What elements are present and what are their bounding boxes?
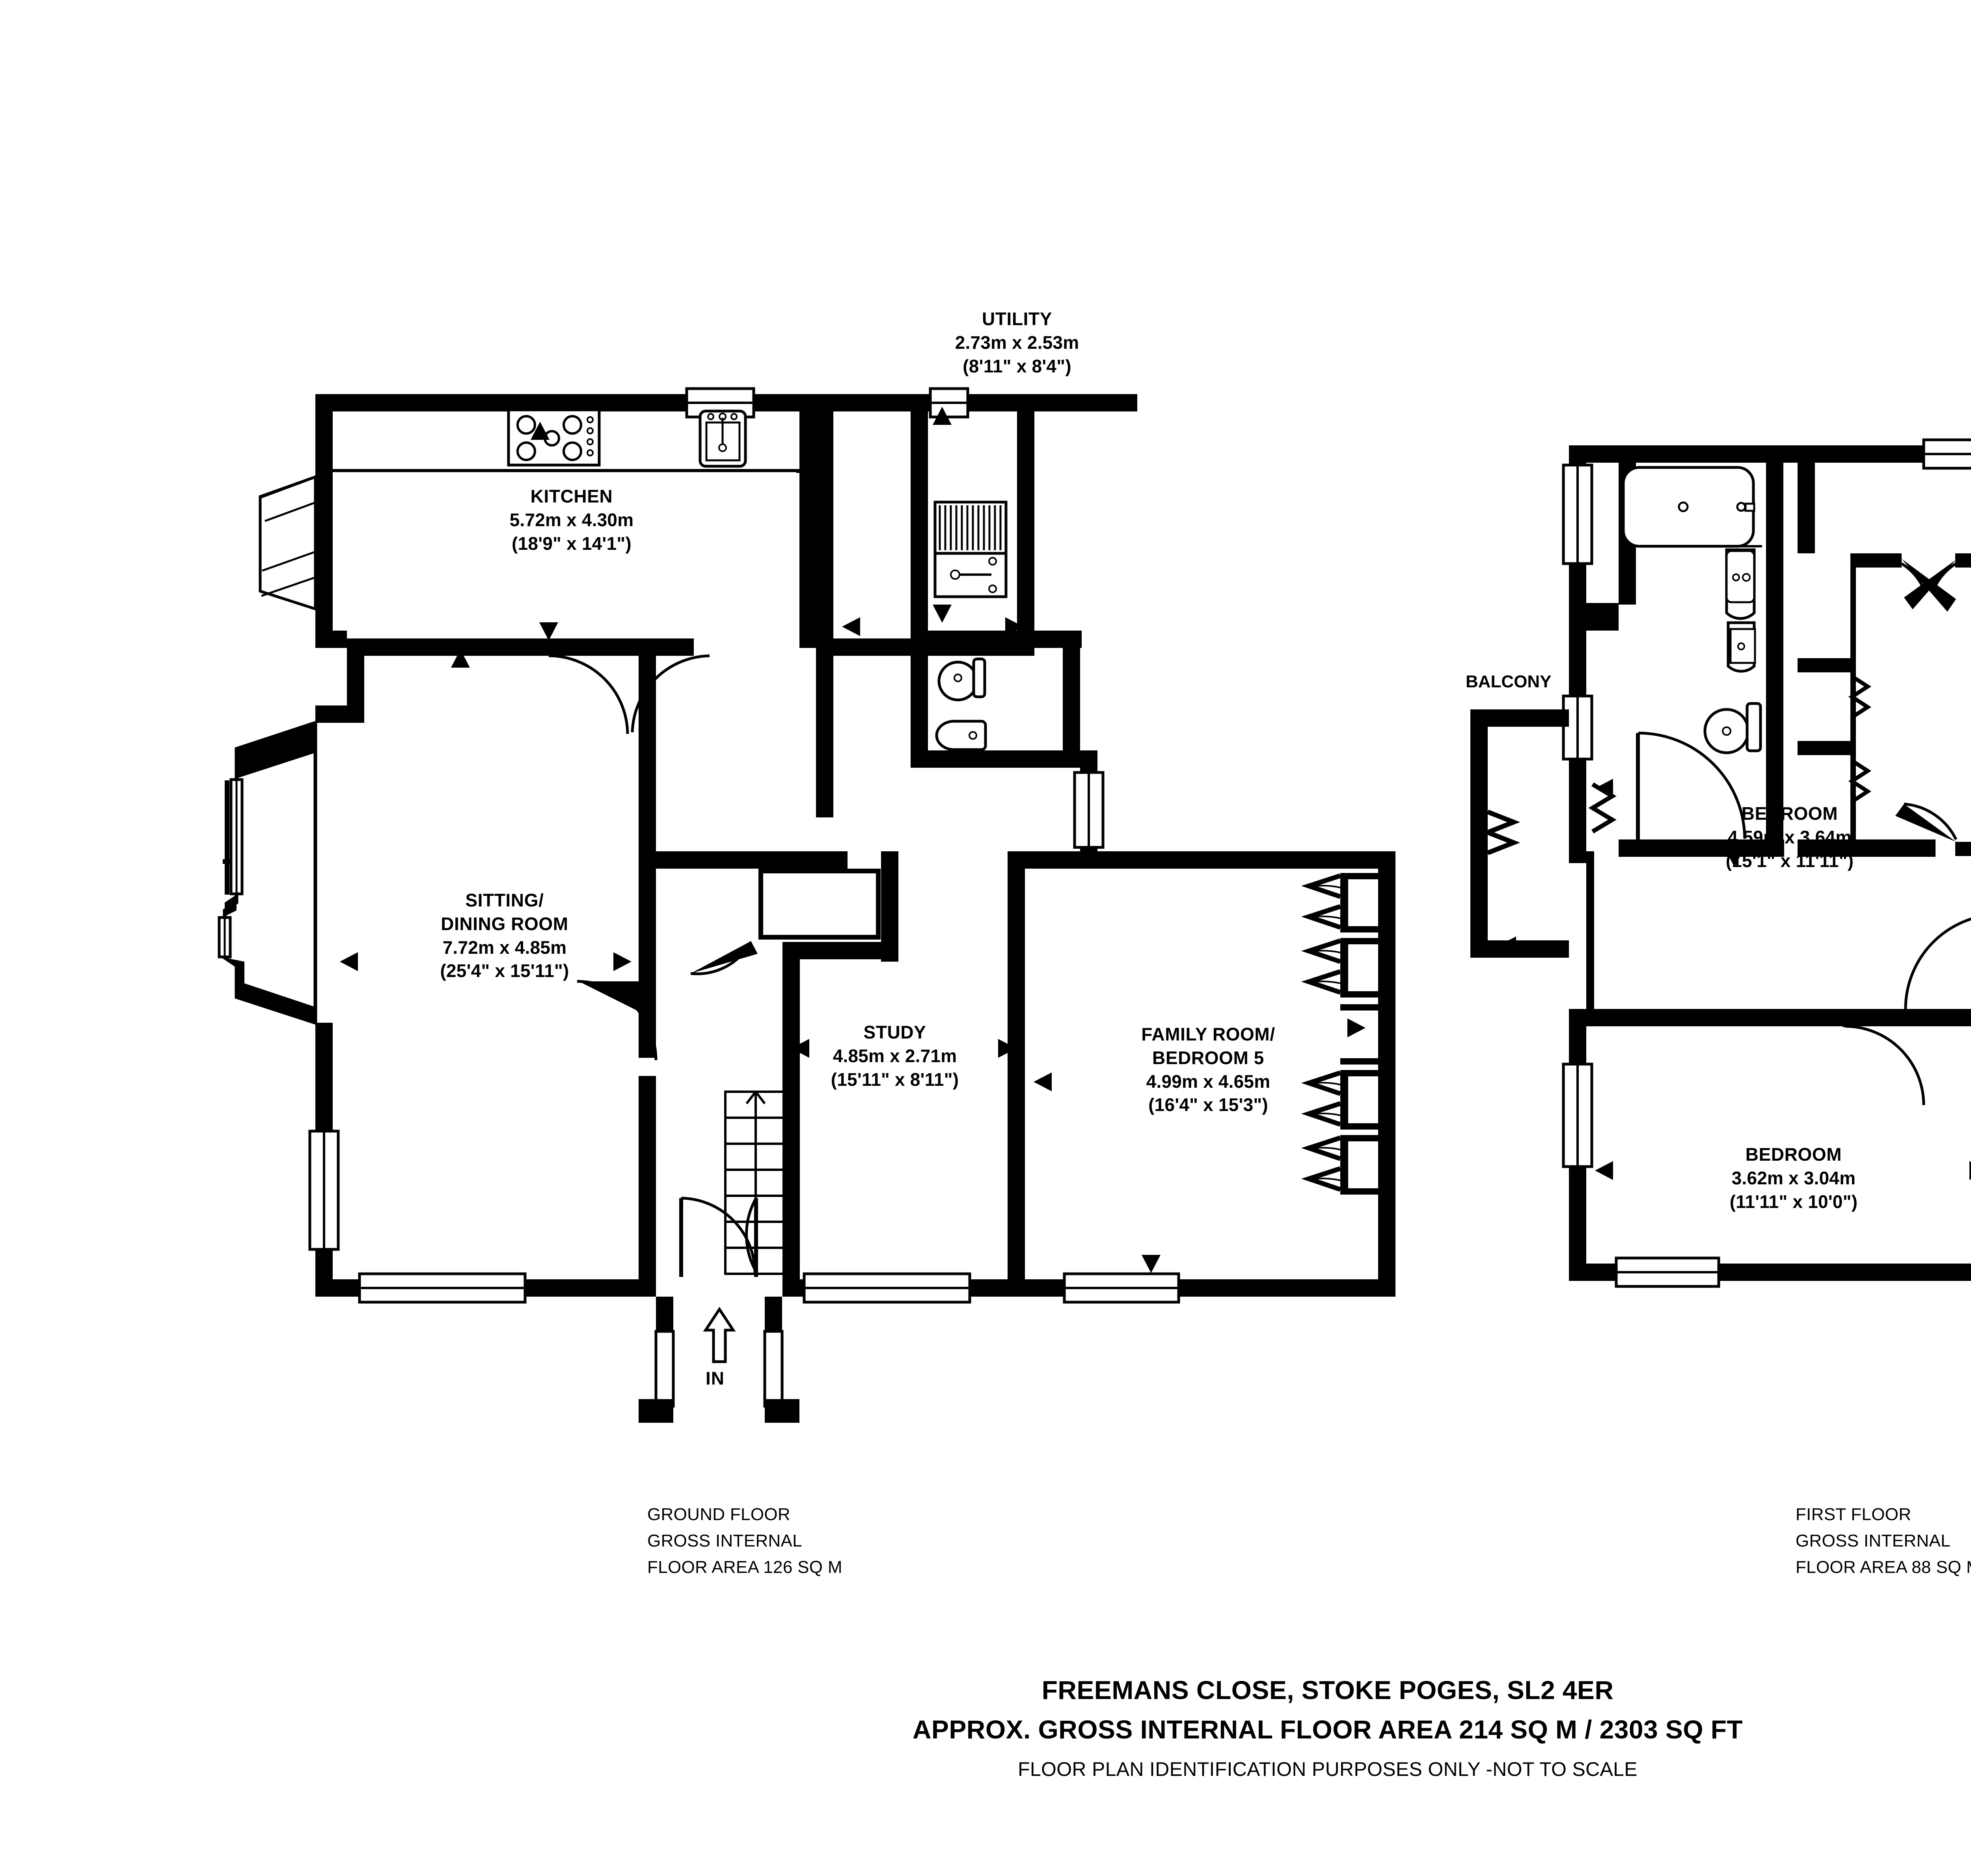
first-floor-caption-line2: GROSS INTERNAL (1796, 1531, 1951, 1550)
family-room-name-2: BEDROOM 5 (1152, 1047, 1264, 1068)
room-label-study: STUDY 4.85m x 2.71m (15'11" x 8'11") (745, 1021, 1045, 1091)
study-metric: 4.85m x 2.71m (833, 1045, 957, 1066)
ground-floor-area-caption: GROUND FLOOR GROSS INTERNAL FLOOR AREA 1… (647, 1502, 842, 1581)
footer-area: APPROX. GROSS INTERNAL FLOOR AREA 214 SQ… (912, 1715, 1743, 1744)
footer-disclaimer: FLOOR PLAN IDENTIFICATION PURPOSES ONLY … (1018, 1758, 1638, 1780)
bedroom-4-imperial: (11'11" x 10'0") (1729, 1191, 1858, 1212)
sitting-dining-metric: 7.72m x 4.85m (442, 937, 567, 958)
utility-imperial: (8'11" x 8'4") (963, 355, 1071, 376)
room-label-sitting-dining-room: SITTING/ DINING ROOM 7.72m x 4.85m (25'4… (355, 889, 654, 983)
footer-address: FREEMANS CLOSE, STOKE POGES, SL2 4ER (1041, 1675, 1614, 1705)
first-floor-caption-line1: FIRST FLOOR (1796, 1505, 1911, 1524)
study-imperial: (15'11" x 8'11") (831, 1069, 959, 1090)
ground-floor-caption-line1: GROUND FLOOR (647, 1505, 790, 1524)
bedroom-1-metric: 4.59m x 3.64m (1727, 826, 1852, 847)
ground-floor-caption-line2: GROSS INTERNAL (647, 1531, 802, 1550)
ground-floor-plan (218, 387, 1395, 1423)
room-label-family-room-bedroom-5: FAMILY ROOM/ BEDROOM 5 4.99m x 4.65m (16… (1051, 1023, 1366, 1117)
family-room-imperial: (16'4" x 15'3") (1148, 1094, 1268, 1115)
sitting-dining-name-2: DINING ROOM (441, 913, 568, 934)
room-label-kitchen: KITCHEN 5.72m x 4.30m (18'9" x 14'1") (422, 485, 721, 555)
study-name: STUDY (863, 1022, 926, 1042)
bedroom-4-metric: 3.62m x 3.04m (1731, 1167, 1856, 1188)
bedroom-4-name: BEDROOM (1745, 1144, 1842, 1165)
room-label-bedroom-4: BEDROOM 3.62m x 3.04m (11'11" x 10'0") (1644, 1143, 1943, 1213)
kitchen-metric: 5.72m x 4.30m (509, 509, 634, 530)
entrance-in-label: IN (706, 1368, 725, 1388)
family-room-metric: 4.99m x 4.65m (1146, 1071, 1271, 1092)
balcony-label: BALCONY (1466, 672, 1552, 691)
first-floor-plan (1470, 438, 1971, 1288)
bedroom-1-name: BEDROOM (1741, 803, 1838, 824)
room-label-bedroom-1: BEDROOM 4.59m x 3.64m (15'1" x 11'11") (1640, 802, 1939, 873)
kitchen-imperial: (18'9" x 14'1") (512, 533, 632, 554)
ground-floor-caption-line3: FLOOR AREA 126 SQ M (647, 1557, 842, 1577)
utility-name: UTILITY (982, 309, 1052, 329)
family-room-name-1: FAMILY ROOM/ (1141, 1024, 1275, 1044)
sitting-dining-name-1: SITTING/ (465, 890, 544, 910)
first-floor-caption-line3: FLOOR AREA 88 SQ M (1796, 1557, 1971, 1577)
room-label-utility: UTILITY 2.73m x 2.53m (8'11" x 8'4") (867, 307, 1167, 378)
kitchen-name: KITCHEN (530, 486, 613, 506)
utility-metric: 2.73m x 2.53m (955, 332, 1079, 353)
bedroom-1-imperial: (15'1" x 11'11") (1725, 850, 1854, 871)
first-floor-area-caption: FIRST FLOOR GROSS INTERNAL FLOOR AREA 88… (1796, 1502, 1971, 1581)
sitting-dining-imperial: (25'4" x 15'11") (440, 960, 569, 981)
